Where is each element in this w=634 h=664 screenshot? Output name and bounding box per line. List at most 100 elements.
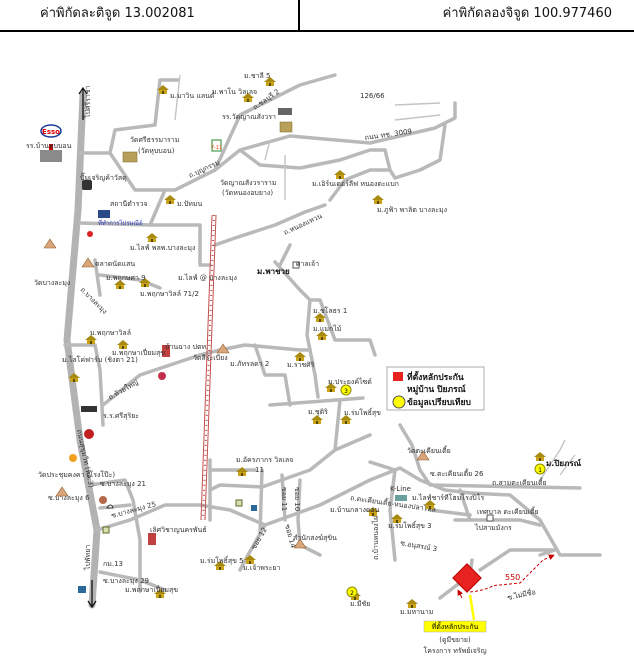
building-icon xyxy=(82,180,92,190)
place-label: รร.บ้านหุบบอน xyxy=(26,142,72,150)
comparable-1-label: 1 xyxy=(538,467,542,474)
seven-eleven-icon xyxy=(211,139,222,152)
road-label: 126/66 xyxy=(360,92,385,100)
house-icon xyxy=(372,195,384,204)
legend-village-label: หมู่บ้าน ปิยภรณ์ xyxy=(407,384,466,395)
place-label: ม.มหานาม xyxy=(400,608,433,616)
place-label: (วัดหุบบอน) xyxy=(138,147,175,155)
shop-icon xyxy=(235,499,243,507)
place-label: ม.ราชศิริ xyxy=(287,361,315,369)
legend-comparison-swatch xyxy=(392,395,406,409)
legend-comparison-label: ข้อมูลเปรียบเทียบ xyxy=(407,397,471,408)
place-label: ม.ชุติริ xyxy=(308,408,328,416)
place-label: ไปสามมังกร xyxy=(474,523,512,532)
map-legend: ที่ตั้งหลักประกัน หมู่บ้าน ปิยภรณ์ ข้อมู… xyxy=(386,366,485,411)
place-label: ม.พฤกษาเปี่ยมสุข xyxy=(112,348,165,357)
house-icon xyxy=(164,195,176,204)
legend-collateral-label: ที่ตั้งหลักประกัน xyxy=(407,370,464,383)
school-icon xyxy=(81,406,97,412)
place-label: วัดตะเคียนเตี้ย xyxy=(407,444,451,455)
place-label: ม.ประยงค์ไซด์ xyxy=(328,377,372,386)
place-label: ม.พาโน วิลเลจ xyxy=(212,87,257,96)
house-icon xyxy=(294,352,306,361)
place-label: ม.พฤกษาวิลล์ xyxy=(90,329,131,337)
target-note: (ดูมีขยาย) xyxy=(439,636,471,644)
place-label: ม.ไลฟ์ @ บางละมุง xyxy=(178,273,237,282)
legend-collateral-swatch xyxy=(393,372,403,381)
place-label: ม.เอิร์นเดอร์ลีฟ หนองตะแบก xyxy=(312,180,399,188)
place-label: ม.ไลฟ์ชาร์ทีโฮมโรงปิโร xyxy=(412,493,484,502)
petrol-station-icon xyxy=(84,429,94,439)
house-icon xyxy=(406,599,418,608)
bank-icon xyxy=(78,586,86,593)
arrow-south-icon xyxy=(87,580,97,609)
shrine-icon xyxy=(292,261,300,269)
road-label: ถ.สามตะเคียนเตี้ย xyxy=(492,476,547,487)
latitude-label: ค่าพิกัดละติจูด 13.002081 xyxy=(0,0,300,30)
ptt-building-icon xyxy=(162,345,170,357)
school-icon xyxy=(40,150,62,162)
collateral-diamond xyxy=(452,563,482,593)
comparable-3-marker xyxy=(340,384,352,396)
place-label: ม.ไลฟ์ พลพ.บางละมุง xyxy=(130,243,195,252)
road-label: ซ.ตะเคียนเตี้ย 26 xyxy=(430,467,484,478)
place-label: ม.มาวิน แลนด์ xyxy=(170,92,214,100)
village-markers xyxy=(43,77,546,608)
place-label: เทศบาล ตะเคียนเตี้ย xyxy=(477,505,539,516)
place-label: ม.แมกไม้ xyxy=(313,324,341,333)
place-label: ม.พาชวย xyxy=(257,267,290,276)
road-label: ซ.อนุสรณ์ 3 xyxy=(400,539,438,553)
arrow-north-icon xyxy=(78,86,88,120)
school-icon xyxy=(278,108,292,115)
house-icon xyxy=(334,170,346,179)
place-label: ม.พฤกษาวิลล์ 71/2 xyxy=(140,290,199,298)
place-label: สำนักสงฆ์สุขิน xyxy=(293,534,337,542)
esso-logo-text: Esso xyxy=(42,128,60,136)
place-label: ม.ปิยภรณ์ xyxy=(546,458,582,468)
bank-icon xyxy=(87,231,93,237)
temple-icon xyxy=(55,486,69,497)
place-label: ม.มีชัย xyxy=(350,600,370,608)
target-label: ที่ตั้งหลักประกัน xyxy=(432,620,479,631)
railway-line xyxy=(200,214,217,521)
place-label: วัดบางละมุง xyxy=(34,279,70,287)
place-label: วัดญาณสังวราราม xyxy=(220,179,276,187)
place-labels: รร.บ้านหุบบอน วัดศรีธรรมาราม (วัดหุบบอน)… xyxy=(26,72,582,616)
place-label: วัดสีระเบียง xyxy=(193,354,228,362)
place-label: ม.บ้านกลางดอน xyxy=(330,506,380,514)
landmark-icons: Esso 7-11 xyxy=(40,108,494,593)
place-label: ม.อัครภากร วิลเลจ xyxy=(236,456,293,464)
place-label: สถานีตำรวจ xyxy=(110,200,148,208)
place-label: ม.พฤกษศา 9 xyxy=(106,274,146,282)
road-label: ถ.บางละมุง xyxy=(79,286,109,316)
road-label: ซอย 12 xyxy=(250,526,269,551)
road-label: ซอย 10 xyxy=(293,487,301,511)
road-label: ซ.บางละมุง 21 xyxy=(100,480,146,488)
place-label: ม.ภัทรลดา 2 xyxy=(230,360,269,368)
place-label: ม.เจ้าพระยา xyxy=(243,564,280,572)
house-icon xyxy=(146,233,158,242)
road-label: กม.13 xyxy=(103,560,123,568)
place-label: ม.ร่มโพธิ์สุข xyxy=(344,407,381,417)
route-arrow xyxy=(469,554,555,593)
bank-icon xyxy=(251,505,257,511)
place-label: วัดประชุมคงคา (โรงโป๊ะ) xyxy=(38,470,115,479)
building-icon xyxy=(148,533,156,545)
place-label: เลิศวิชาญนครพันธ์ xyxy=(150,526,207,534)
place-label: 11 xyxy=(255,466,264,474)
bell-icon xyxy=(106,504,114,509)
place-label: ม.ชาลี 5 xyxy=(244,72,271,80)
road-label: ไปพัทยา xyxy=(83,545,92,571)
place-label: ม.ปัทมน xyxy=(177,200,203,208)
comparable-2-marker xyxy=(346,586,358,598)
coordinate-header: ค่าพิกัดละติจูด 13.002081 ค่าพิกัดลองจิจ… xyxy=(0,0,634,32)
shell-icon xyxy=(69,454,77,462)
shop-icon xyxy=(102,526,110,534)
place-label: K-Line xyxy=(390,485,411,493)
comparison-markers: 1 2 3 xyxy=(340,384,546,598)
wat-icon xyxy=(122,151,138,163)
restaurant-icon xyxy=(99,496,107,504)
destination-label: ซ.ไม่มีชื่อ xyxy=(507,587,537,602)
place-label: ร.ร.ศรีสุริยะ xyxy=(103,412,139,420)
place-label: บ้านฉาง ปตท. xyxy=(165,343,208,351)
